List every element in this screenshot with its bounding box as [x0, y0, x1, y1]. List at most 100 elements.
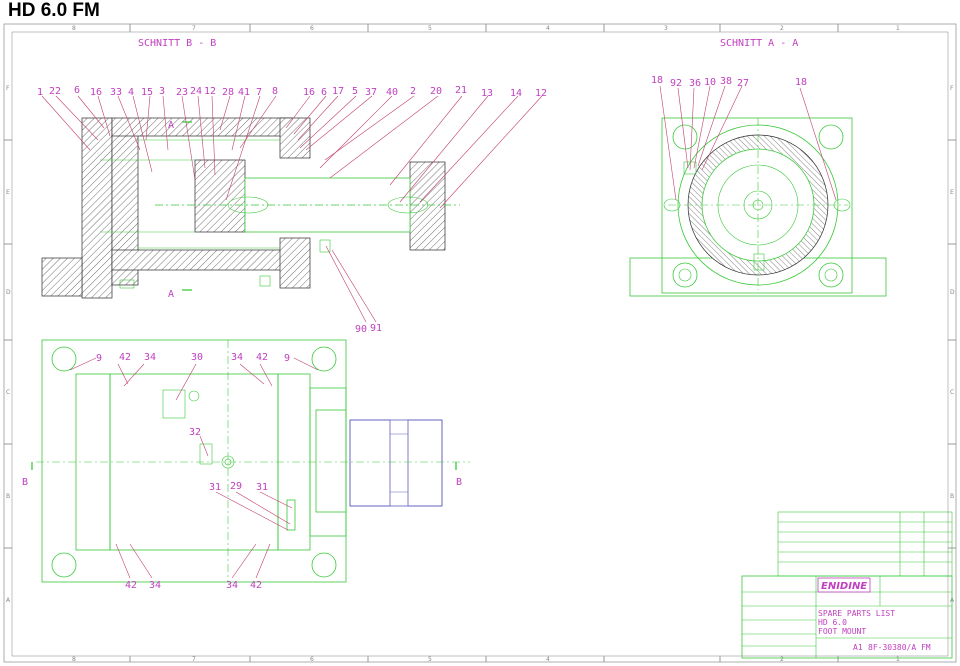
balloon: 40 — [386, 87, 398, 98]
title-block: ENIDINE SPARE PARTS LIST HD 6.0 FOOT MOU… — [741, 511, 953, 659]
balloon: 8 — [272, 86, 278, 97]
balloons-bb: 1 22 6 16 33 4 15 3 23 24 12 28 41 7 8 1… — [37, 85, 547, 335]
col-label: 1 — [896, 656, 900, 663]
balloon: 2 — [410, 86, 416, 97]
balloon: 6 — [74, 85, 80, 96]
balloon: 34 — [231, 352, 243, 363]
row-labels: F E D C B A F E D C B A — [6, 85, 955, 604]
row-label: A — [950, 597, 955, 604]
balloon: 14 — [510, 88, 522, 99]
balloon: 18 — [795, 77, 807, 88]
balloon: 13 — [481, 88, 493, 99]
balloon: 37 — [365, 87, 377, 98]
section-aa-title: SCHNITT A - A — [720, 38, 798, 49]
title-description-1: SPARE PARTS LIST — [818, 609, 895, 618]
row-label: C — [950, 389, 954, 396]
col-label: 4 — [546, 656, 550, 663]
balloons-top-view: 9 42 34 30 34 42 9 32 31 29 31 42 34 34 … — [96, 352, 290, 591]
balloon: 17 — [332, 86, 344, 97]
col-label: 8 — [72, 656, 76, 663]
row-label: B — [950, 493, 954, 500]
balloon: 12 — [204, 86, 216, 97]
balloon: 6 — [321, 87, 327, 98]
section-marker-a-top: A — [168, 120, 174, 131]
balloon: 42 — [125, 580, 137, 591]
balloons-aa: 18 92 36 10 38 27 18 — [651, 75, 807, 89]
balloon: 34 — [226, 580, 238, 591]
balloon: 20 — [430, 86, 442, 97]
section-bb-title: SCHNITT B - B — [138, 38, 216, 49]
balloon: 42 — [119, 352, 131, 363]
col-label: 6 — [310, 25, 314, 32]
balloon: 31 — [256, 482, 268, 493]
row-label: F — [950, 85, 954, 92]
balloon: 24 — [190, 86, 202, 97]
balloon: 30 — [191, 352, 203, 363]
balloon: 91 — [370, 323, 382, 334]
balloon: 31 — [209, 482, 221, 493]
row-label: A — [6, 597, 11, 604]
balloon: 5 — [352, 86, 358, 97]
col-label: 4 — [546, 25, 550, 32]
balloon: 1 — [37, 87, 43, 98]
col-label: 5 — [428, 25, 432, 32]
balloon: 42 — [250, 580, 262, 591]
balloon: 18 — [651, 75, 663, 86]
col-label: 6 — [310, 656, 314, 663]
balloon: 41 — [238, 87, 250, 98]
row-label: E — [6, 189, 10, 196]
balloon: 7 — [256, 87, 262, 98]
col-label: 2 — [780, 656, 784, 663]
balloon: 32 — [189, 427, 201, 438]
balloon: 10 — [704, 77, 716, 88]
title-description-3: FOOT MOUNT — [818, 627, 866, 636]
section-marker-a-bottom: A — [168, 289, 174, 300]
row-label: D — [950, 289, 955, 296]
row-label: D — [6, 289, 11, 296]
col-label: 3 — [664, 25, 668, 32]
row-label: C — [6, 389, 10, 396]
col-label: 8 — [72, 25, 76, 32]
balloon: 3 — [159, 86, 165, 97]
title-size: A1 — [853, 643, 863, 652]
leader-lines-aa — [659, 85, 837, 201]
balloon: 21 — [455, 85, 467, 96]
balloon: 34 — [149, 580, 161, 591]
leader-lines-bb — [41, 95, 543, 323]
section-aa-view — [629, 117, 887, 297]
title-drawing-number: 8F-30380/A FM — [868, 643, 931, 652]
top-view: B B — [22, 339, 470, 583]
col-label: 2 — [780, 25, 784, 32]
balloon: 27 — [737, 78, 749, 89]
balloon: 92 — [670, 78, 682, 89]
balloon: 9 — [96, 353, 102, 364]
section-marker-b-left: B — [22, 477, 28, 488]
row-label: E — [950, 189, 954, 196]
balloon: 16 — [90, 87, 102, 98]
balloon: 38 — [720, 76, 732, 87]
col-label: 1 — [896, 25, 900, 32]
balloon: 22 — [49, 86, 61, 97]
col-label: 5 — [428, 656, 432, 663]
column-labels: 8 7 6 5 4 3 2 1 8 7 6 5 4 2 1 — [72, 25, 900, 663]
drawing-frame — [3, 23, 957, 663]
balloon: 90 — [355, 324, 367, 335]
balloon: 29 — [230, 481, 242, 492]
balloon: 23 — [176, 87, 188, 98]
row-label: B — [6, 493, 10, 500]
balloon: 34 — [144, 352, 156, 363]
section-marker-b-right: B — [456, 477, 462, 488]
balloon: 33 — [110, 87, 122, 98]
section-bb-view: A A — [41, 117, 460, 300]
balloon: 9 — [284, 353, 290, 364]
leader-lines-top-view — [69, 357, 319, 579]
balloon: 12 — [535, 88, 547, 99]
balloon: 28 — [222, 87, 234, 98]
balloon: 42 — [256, 352, 268, 363]
balloon: 4 — [128, 87, 134, 98]
logo-text: ENIDINE — [821, 581, 867, 592]
page-title: HD 6.0 FM — [8, 0, 100, 21]
balloon: 36 — [689, 78, 701, 89]
title-description-2: HD 6.0 — [818, 618, 847, 627]
